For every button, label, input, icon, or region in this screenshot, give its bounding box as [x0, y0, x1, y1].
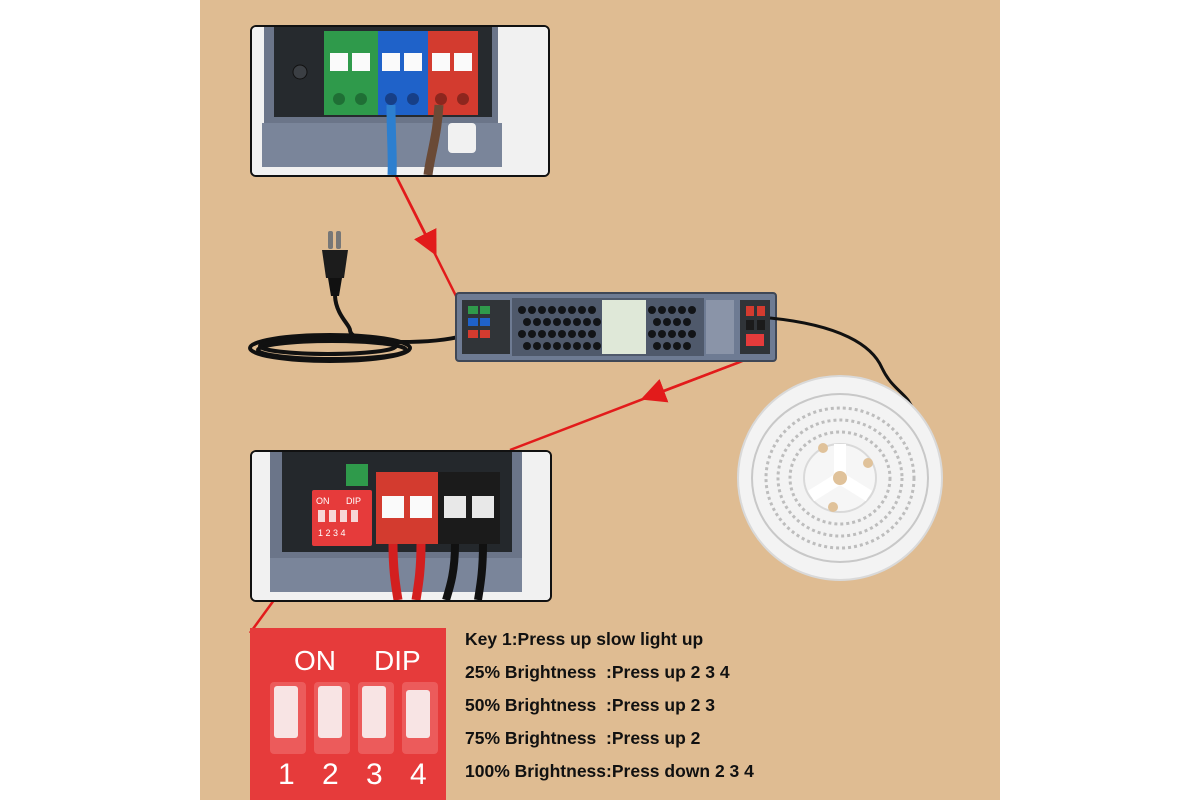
- input-terminal-closeup: [250, 25, 550, 177]
- dip-switch-small: ON DIP 1 2 3 4: [312, 490, 372, 546]
- output-terminal-closeup: ON DIP 1 2 3 4: [250, 450, 552, 602]
- power-supply-icon: [455, 292, 777, 362]
- dip-small-numbers: 1 2 3 4: [318, 528, 346, 538]
- vent-grille: [518, 306, 696, 350]
- dip-number-2: 2: [322, 758, 339, 791]
- dip-on-label: ON: [294, 645, 336, 676]
- dip-switches: [270, 682, 438, 754]
- dip-switch-closeup: ON DIP 1 2 3 4: [250, 628, 446, 800]
- dip-small-on-label: ON: [316, 496, 330, 506]
- power-cord: [248, 329, 463, 363]
- dip-switch-3: [362, 686, 386, 738]
- instruction-key1: Key 1:Press up slow light up: [465, 629, 704, 649]
- eu-plug-icon: [322, 231, 352, 331]
- input-terminal-photo: [252, 27, 548, 175]
- dimming-instructions: Key 1:Press up slow light up 25% Brightn…: [465, 628, 795, 793]
- led-strip-reel-icon: [737, 375, 943, 581]
- dip-dip-label: DIP: [374, 645, 421, 676]
- dip-number-3: 3: [366, 758, 383, 791]
- product-illustration: ON DIP 1 2 3 4 ON DIP: [200, 0, 1000, 800]
- arrow-head-output: [640, 360, 741, 403]
- dip-switch-2: [318, 686, 342, 738]
- arrow-head-input: [394, 175, 437, 256]
- dip-number-1: 1: [278, 758, 295, 791]
- instruction-50-percent: 50% Brightness :Press up 2 3: [465, 695, 715, 715]
- instruction-25-percent: 25% Brightness :Press up 2 3 4: [465, 662, 730, 682]
- dip-switch-1: [274, 686, 298, 738]
- dip-small-dip-label: DIP: [346, 496, 361, 506]
- instruction-100-percent: 100% Brightness:Press down 2 3 4: [465, 761, 754, 781]
- connection-diagram: [248, 175, 943, 634]
- instruction-75-percent: 75% Brightness :Press up 2: [465, 728, 701, 748]
- dip-switch-4: [406, 690, 430, 738]
- dip-number-4: 4: [410, 758, 427, 791]
